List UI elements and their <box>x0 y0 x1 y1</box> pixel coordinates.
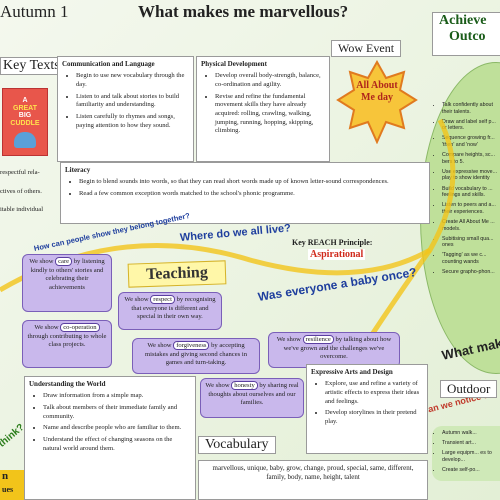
value-text: through contributing to whole class proj… <box>27 332 107 349</box>
vocabulary-box: marvellous, unique, baby, grow, change, … <box>198 460 428 500</box>
value-text: by talking about how we've grown and the… <box>283 336 392 361</box>
value-card-care: We show care by listening kindly to othe… <box>22 254 112 312</box>
vocabulary-title: Vocabulary <box>198 436 276 454</box>
list-item: Read a few common exception words matche… <box>79 190 425 199</box>
value-text: by sharing real thoughts about ourselves… <box>208 382 299 407</box>
understanding-world-box: Understanding the World Draw information… <box>24 376 196 500</box>
list-item: Explore, use and refine a variety of art… <box>325 380 423 406</box>
value-text: by accepting mistakes and giving second … <box>145 342 247 367</box>
value-text: We show <box>276 336 303 343</box>
outcome-item: Listen to peers and a... their experienc… <box>442 202 500 215</box>
value-card-honesty: We show honesty by sharing real thoughts… <box>200 378 304 418</box>
book-cover-text: CUDDLE <box>10 120 40 128</box>
section-heading: Physical Development <box>201 60 267 68</box>
outcome-item: Create All About Me ... models. <box>442 219 500 232</box>
reach-label: Key REACH Principle: <box>292 238 373 247</box>
outcome-item: 'Tagging' as we c... counting wands <box>442 252 500 265</box>
value-keyword: co-operation <box>60 323 100 332</box>
outcome-item: Subitising small qua... ones <box>442 236 500 249</box>
value-text: We show <box>205 382 232 389</box>
value-card-cooperation: We show co-operation through contributin… <box>22 320 112 368</box>
outcome-item: Build vocabulary to ... feelings and ski… <box>442 186 500 199</box>
list-item: Begin to blend sounds into words, so tha… <box>79 178 425 187</box>
achieve-title-line2: Outco <box>449 29 486 44</box>
value-keyword: care <box>55 257 73 266</box>
wow-event-text: All About Me day <box>356 80 398 103</box>
question-where: Where do we all live? <box>179 222 292 244</box>
list-item: Draw information from a simple map. <box>43 392 191 401</box>
book-cover-text: GREAT <box>13 104 37 112</box>
outcomes-list: Talk confidently about their talents. Dr… <box>432 102 500 279</box>
section-heading: Expressive Arts and Design <box>311 368 393 376</box>
outdoor-list: Autumn walk... Transient art... Large eq… <box>432 426 500 482</box>
partial-text: respectful rela- <box>0 169 40 176</box>
list-item: Revise and refine the fundamental moveme… <box>215 93 325 137</box>
outdoor-item: Large equipm... es to develop... <box>442 450 500 463</box>
value-keyword: respect <box>150 295 175 304</box>
value-text: We show <box>147 342 174 349</box>
key-texts-title: Key Texts <box>0 57 67 75</box>
list-item: Develop overall body-strength, balance, … <box>215 72 325 89</box>
value-text: by listening kindly to others' stories a… <box>30 258 105 291</box>
outcome-item: Secure grapho-phon... <box>442 269 500 276</box>
section-heading: Communication and Language <box>62 60 155 68</box>
list-item: Talk about members of their immediate fa… <box>43 404 191 421</box>
book-illustration <box>14 131 36 148</box>
section-heading: Literacy <box>65 166 91 174</box>
value-text: We show <box>34 324 61 331</box>
value-text: We show <box>29 258 56 265</box>
section-heading: Understanding the World <box>29 380 106 388</box>
partial-text: ues <box>2 485 14 494</box>
literacy-box: Literacy Begin to blend sounds into word… <box>60 162 430 224</box>
outdoor-item: Autumn walk... <box>442 430 500 437</box>
partial-text: itable individual <box>0 206 44 214</box>
value-card-forgiveness: We show forgiveness by accepting mistake… <box>132 338 260 374</box>
list-item: Listen to and talk about stories to buil… <box>76 93 189 110</box>
achieve-title-line1: Achieve <box>439 13 487 28</box>
communication-language-box: Communication and Language Begin to use … <box>57 56 194 162</box>
outcome-item: Draw and label self p... or letters. <box>442 119 500 132</box>
list-item: Listen carefully to rhymes and songs, pa… <box>76 113 189 130</box>
value-keyword: forgiveness <box>173 341 210 350</box>
value-keyword: resilience <box>302 335 334 344</box>
expressive-arts-box: Expressive Arts and Design Explore, use … <box>306 364 428 454</box>
outdoor-item: Transient art... <box>442 440 500 447</box>
vocabulary-words: marvellous, unique, baby, grow, change, … <box>212 464 414 482</box>
bottom-left-partial: n ues <box>0 470 24 500</box>
value-card-respect: We show respect by recognising that ever… <box>118 292 222 330</box>
physical-development-box: Physical Development Develop overall bod… <box>196 56 330 162</box>
teaching-banner: Teaching <box>127 260 227 288</box>
book-cover-text: A <box>22 97 28 104</box>
outcome-item: Talk confidently about their talents. <box>442 102 500 115</box>
value-keyword: honesty <box>231 381 258 390</box>
list-item: Name and describe people who are familia… <box>43 424 191 433</box>
book-cover-text: BIG <box>18 112 32 120</box>
value-text: by recognising that everyone is differen… <box>131 296 216 321</box>
outdoor-item: Create self-po... <box>442 467 500 474</box>
outcome-item: Compare heights, sc... bers to 5. <box>442 152 500 165</box>
outcome-item: Sequence growing fr... 'then' and 'now' <box>442 135 500 148</box>
question-thinks: think? <box>0 422 27 450</box>
reach-value: Aspirational <box>308 249 366 260</box>
list-item: Begin to use new vocabulary through the … <box>76 72 189 89</box>
partial-text: n <box>2 470 9 482</box>
list-item: Develop storylines in their pretend play… <box>325 409 423 426</box>
value-card-resilience: We show resilience by talking about how … <box>268 332 400 368</box>
outdoor-title: Outdoor <box>440 380 498 398</box>
list-item: Understand the effect of changing season… <box>43 436 191 453</box>
achieve-title-box: Achieve Outco <box>432 12 500 56</box>
teaching-title: Teaching <box>145 263 209 284</box>
value-text: We show <box>124 296 151 303</box>
term-label: Autumn 1 <box>0 2 69 21</box>
partial-text: ctives of others. <box>0 187 42 195</box>
book-cover: A GREAT BIG CUDDLE <box>2 88 48 156</box>
outcome-item: Use expressive move... play to show iden… <box>442 169 500 182</box>
question-baby: Was everyone a baby once? <box>256 265 418 304</box>
wow-event-title: Wow Event <box>331 40 402 57</box>
page-title: What makes me marvellous? <box>138 2 349 21</box>
left-partial-box: respectful rela- ctives of others. itabl… <box>0 162 60 238</box>
